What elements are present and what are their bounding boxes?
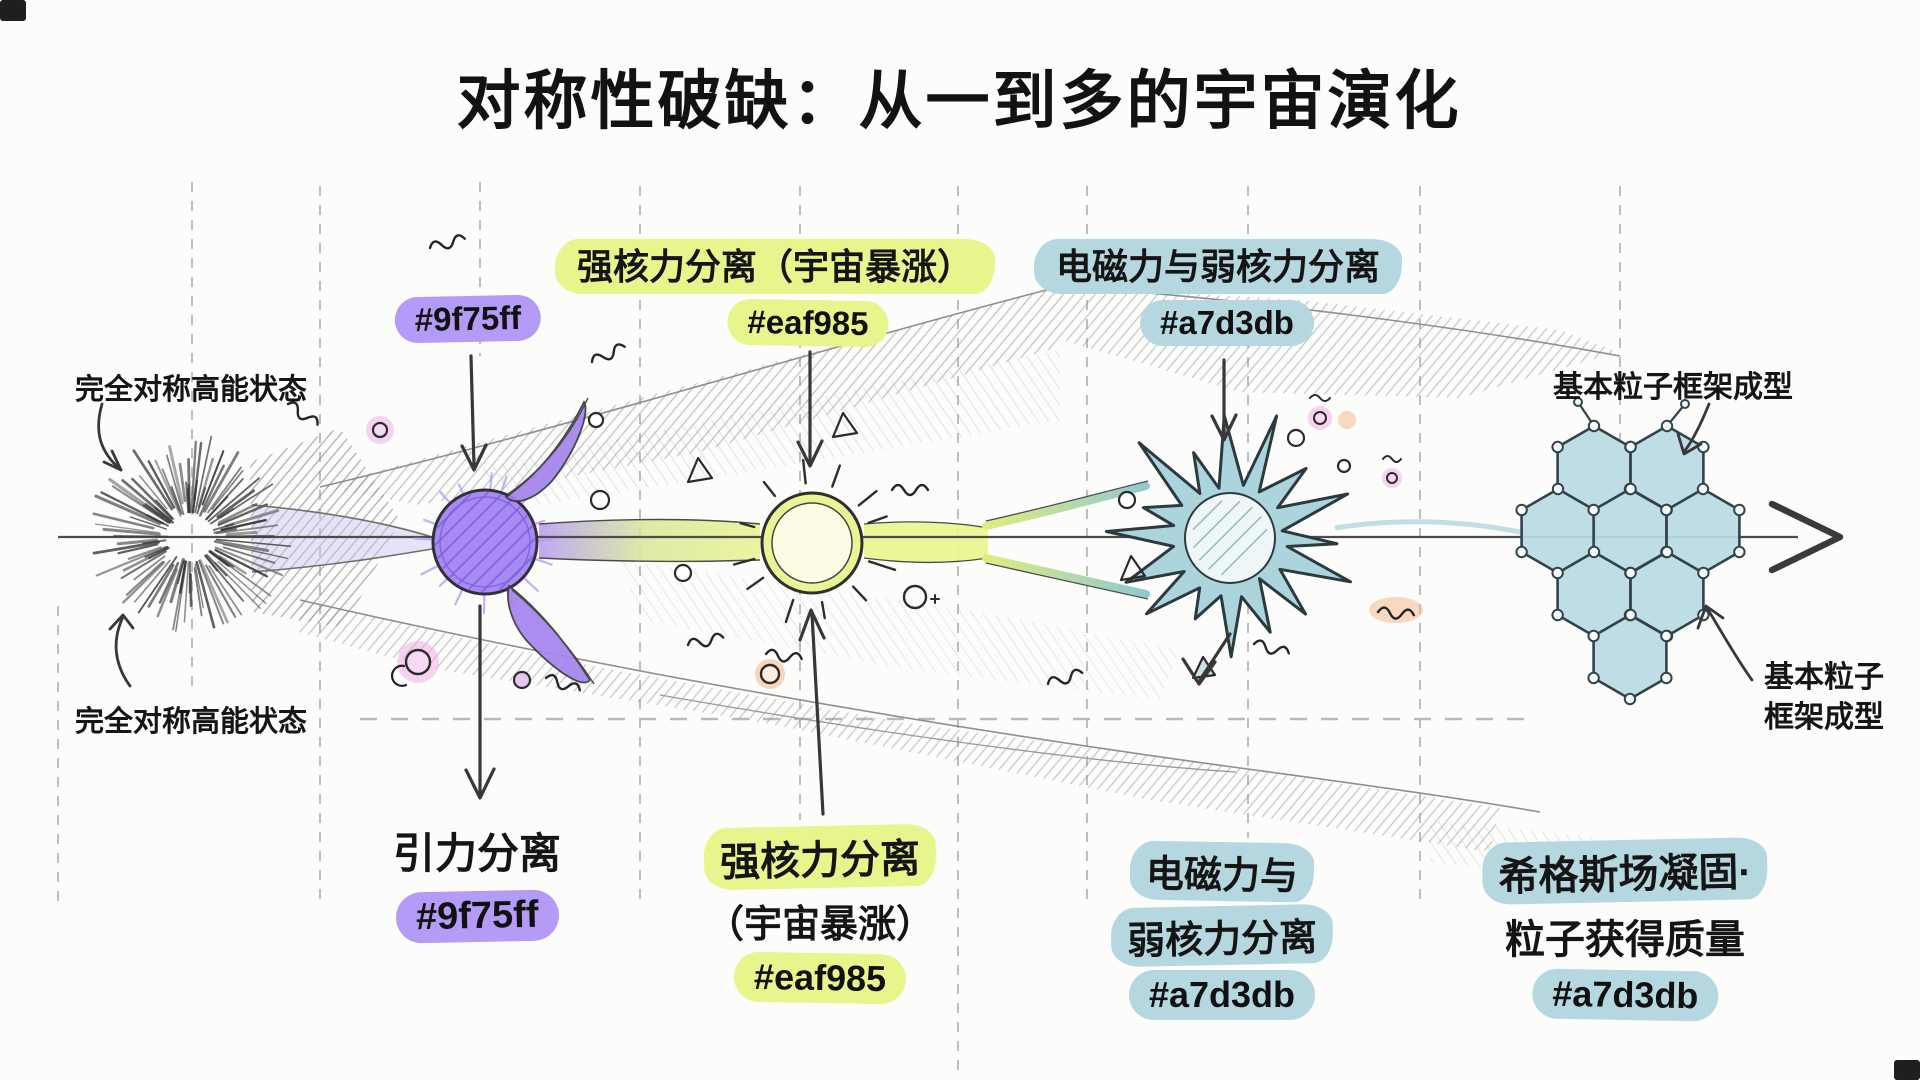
- particle-ring: [1286, 428, 1306, 448]
- timeline-axis: [58, 500, 1844, 574]
- gravity-bottom-block: 引力分离 #9f75ff: [392, 820, 562, 944]
- particle-ring: [587, 411, 605, 429]
- cosmic-stream: [251, 480, 1521, 600]
- particle-squiggles: [286, 234, 1416, 692]
- gravity-color-badge-top: #9f75ff: [394, 294, 542, 344]
- higgs-line2: 粒子获得质量: [1504, 918, 1745, 962]
- particle-ring: [589, 489, 611, 511]
- higgs-bottom-block: 希格斯场凝固· 粒子获得质量 #a7d3db: [1481, 837, 1769, 1022]
- particle-ring: [404, 648, 432, 676]
- arrow-badge-to-gravity-node: [460, 354, 488, 472]
- electroweak-bottom-block: 电磁力与 弱核力分离 #a7d3db: [1110, 840, 1334, 1020]
- strong-color-badge-bottom: #eaf985: [733, 951, 907, 1005]
- particle-orange-glow: [1369, 597, 1423, 623]
- strong-color-badge-top: #eaf985: [727, 298, 889, 348]
- corner-mark-bottomright: [1894, 1060, 1920, 1080]
- strong-bottom-line1: 强核力分离: [703, 823, 937, 891]
- particle-orange-glow: [1338, 411, 1356, 429]
- arrow-gravity-node-to-label: [464, 604, 496, 800]
- particle-ring: [371, 421, 389, 439]
- page-title: 对称性破缺：从一到多的宇宙演化: [456, 65, 1462, 137]
- particle-ring: [512, 670, 532, 690]
- strong-bottom-block: 强核力分离 （宇宙暴涨） #eaf985: [703, 823, 937, 1005]
- electroweak-star-node: [1104, 414, 1352, 659]
- annotation-arrows: [97, 350, 1754, 816]
- particle-lattice-node: [1515, 397, 1746, 706]
- particle-ring: [1117, 490, 1137, 510]
- gravity-node: [413, 397, 595, 685]
- particle-circle-plus: [902, 584, 940, 610]
- arrow-strong-label-up: [798, 608, 826, 816]
- timeline-arrowhead: [1768, 500, 1844, 574]
- callout-framework-right-line1: 基本粒子: [1764, 661, 1884, 694]
- callout-framework-top: 基本粒子框架成型: [1553, 371, 1793, 404]
- callout-framework-right-line2: 框架成型: [1764, 700, 1884, 734]
- arrow-symmetric-top-callout: [97, 402, 123, 472]
- higgs-color-badge: #a7d3db: [1531, 968, 1719, 1022]
- primordial-starburst-node: [92, 435, 292, 632]
- particle-ring: [1386, 472, 1398, 484]
- strong-node-sparks: [732, 458, 897, 624]
- particle-ring: [1336, 458, 1352, 474]
- gravity-bottom-label: 引力分离: [392, 830, 562, 877]
- arrow-framework-top-callout: [1676, 402, 1711, 456]
- electroweak-color-badge-bottom: #a7d3db: [1128, 970, 1316, 1020]
- callout-symmetric-state-top: 完全对称高能状态: [74, 374, 308, 406]
- electroweak-bottom-line2: 弱核力分离: [1110, 903, 1334, 968]
- arrow-label-to-electroweak-node: [1210, 358, 1238, 442]
- particle-decorations: [286, 234, 1423, 692]
- strong-force-node: [732, 458, 897, 624]
- electroweak-top-label: 电磁力与弱核力分离: [1033, 239, 1403, 294]
- corner-mark-topleft: [0, 0, 26, 21]
- arrow-electroweak-node-down: [1181, 632, 1232, 686]
- particle-c-glyph: [390, 664, 408, 687]
- arrow-label-to-strong-node: [796, 350, 824, 468]
- arrow-symmetric-bottom-callout: [108, 613, 135, 688]
- arrow-framework-right-callout: [1696, 604, 1754, 682]
- electroweak-color-badge-top: #a7d3db: [1140, 300, 1314, 346]
- particle-ring: [1313, 411, 1327, 425]
- particle-tilde: [1382, 455, 1402, 463]
- particle-ring: [673, 563, 693, 583]
- particle-ring: [759, 663, 781, 685]
- particle-tilde: [1309, 394, 1331, 402]
- gravity-color-badge-bottom: #9f75ff: [395, 889, 559, 944]
- strong-bottom-line2: （宇宙暴涨）: [705, 904, 934, 946]
- callout-symmetric-state-bottom: 完全对称高能状态: [74, 706, 308, 738]
- callout-framework-right: 基本粒子 框架成型: [1764, 658, 1884, 737]
- electroweak-bottom-line1: 电磁力与: [1129, 840, 1315, 903]
- strong-force-top-label: 强核力分离（宇宙暴涨）: [554, 239, 996, 294]
- higgs-line1: 希格斯场凝固·: [1481, 837, 1769, 905]
